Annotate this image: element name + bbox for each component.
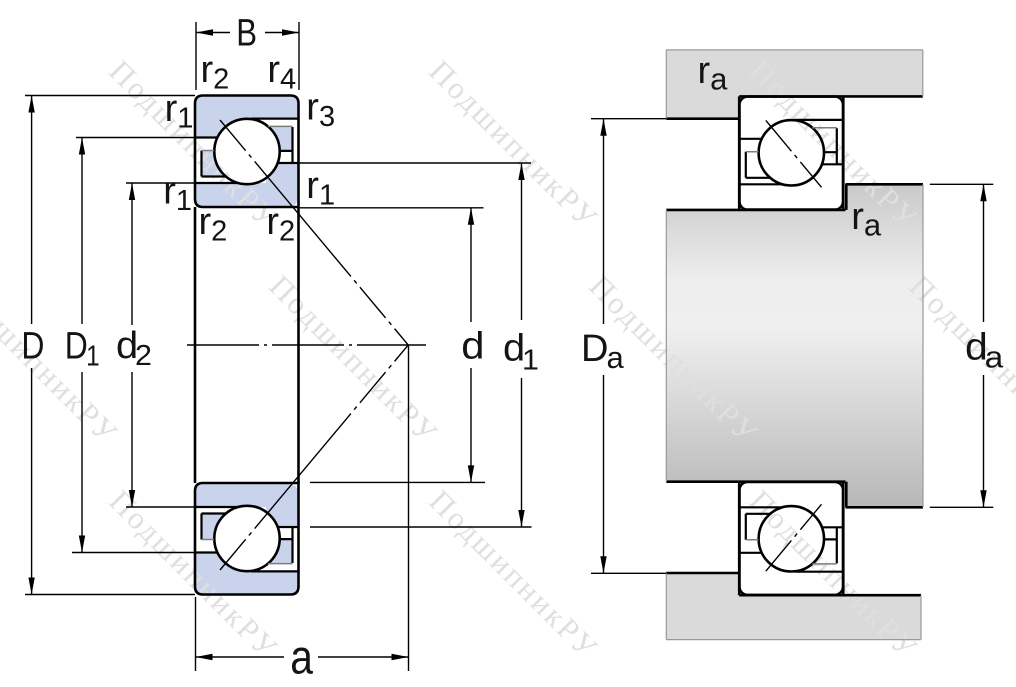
svg-text:r1: r1 <box>163 171 192 218</box>
svg-text:r3: r3 <box>306 87 335 134</box>
svg-text:D: D <box>21 325 44 367</box>
svg-text:a: a <box>290 631 313 684</box>
svg-text:ПодшипникРУ: ПодшипникРУ <box>0 268 126 451</box>
svg-text:r1: r1 <box>165 88 194 135</box>
svg-text:d2: d2 <box>116 325 152 372</box>
svg-text:B: B <box>236 13 257 55</box>
svg-text:da: da <box>965 326 1003 374</box>
svg-text:r4: r4 <box>267 49 296 96</box>
svg-text:r2: r2 <box>201 49 230 96</box>
svg-text:d: d <box>461 325 484 367</box>
svg-text:ПодшипникРУ: ПодшипникРУ <box>423 483 606 666</box>
svg-text:Da: Da <box>581 328 624 375</box>
svg-text:ПодшипникРУ: ПодшипникРУ <box>263 268 446 451</box>
svg-text:r1: r1 <box>306 165 335 212</box>
svg-text:d1: d1 <box>503 327 539 376</box>
svg-text:D1: D1 <box>65 325 100 372</box>
svg-text:ПодшипникРУ: ПодшипникРУ <box>423 53 606 236</box>
